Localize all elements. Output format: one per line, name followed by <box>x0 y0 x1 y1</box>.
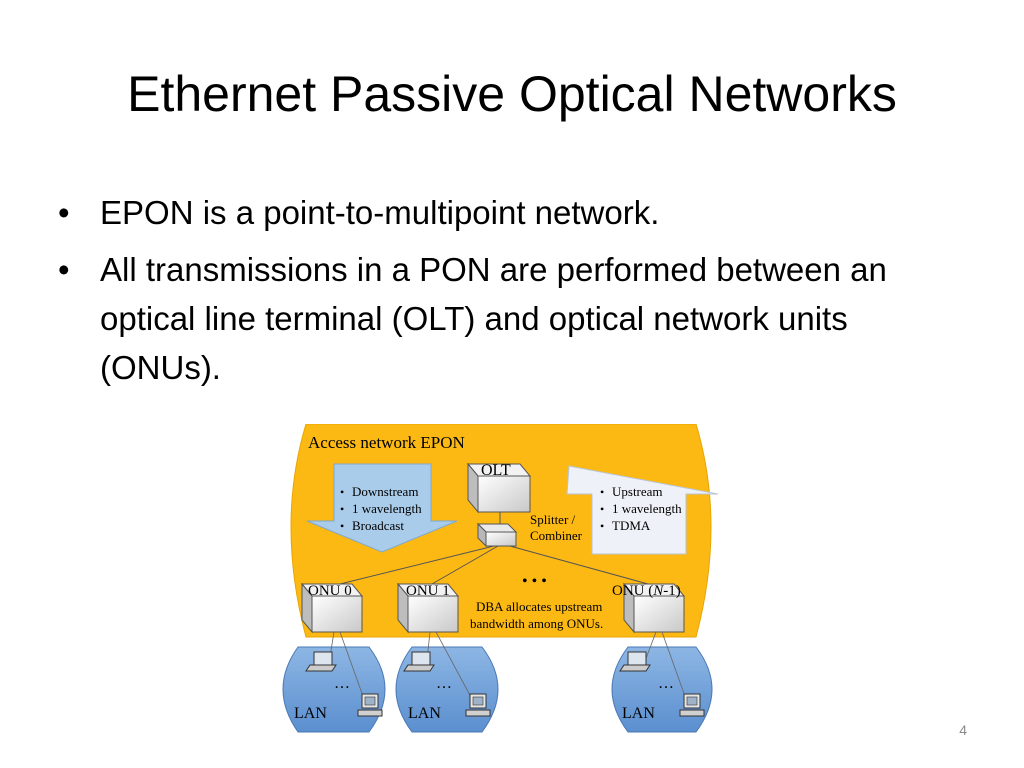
bullet-text: All transmissions in a PON are performed… <box>100 251 887 386</box>
bullet-list: •EPON is a point-to-multipoint network. … <box>58 188 958 400</box>
lan-ellipsis: … <box>334 675 350 692</box>
panel-label: Access network EPON <box>308 433 465 452</box>
splitter-label: Splitter / <box>530 512 576 527</box>
upstream-arrow: • Upstream • 1 wavelength • TDMA <box>566 465 719 555</box>
upstream-item: TDMA <box>612 518 651 533</box>
splitter-icon <box>476 522 518 548</box>
onu-label: ONU 1 <box>406 583 450 599</box>
onu-0-icon <box>300 582 364 634</box>
upstream-dot: • <box>600 519 604 533</box>
bullet-item: • All transmissions in a PON are performe… <box>58 245 958 392</box>
lan-label: LAN <box>408 705 441 722</box>
lan-label: LAN <box>294 705 327 722</box>
page-number: 4 <box>959 722 967 738</box>
upstream-item: 1 wavelength <box>612 501 682 516</box>
upstream-dot: • <box>600 485 604 499</box>
onu-label: ONU 0 <box>308 583 352 599</box>
downstream-dot: • <box>340 485 344 499</box>
downstream-item: Downstream <box>352 484 418 499</box>
laptop-icon <box>403 651 435 672</box>
epon-diagram: Access network EPON • Downstream • 1 wav… <box>282 424 719 733</box>
onu-label-suffix: -1) <box>663 583 681 599</box>
onu-label-italic: N <box>652 583 664 599</box>
downstream-dot: • <box>340 502 344 516</box>
downstream-item: 1 wavelength <box>352 501 422 516</box>
slide-title: Ethernet Passive Optical Networks <box>127 66 897 122</box>
olt-device-icon <box>466 462 532 514</box>
desktop-pc-icon <box>357 693 383 717</box>
bullet-item: • EPON is a point-to-multipoint network. <box>58 188 958 237</box>
onu-label: ONU (N-1) <box>612 583 681 599</box>
lan-label: LAN <box>622 705 655 722</box>
upstream-item: Upstream <box>612 484 663 499</box>
onu-1-icon <box>396 582 460 634</box>
laptop-icon <box>619 651 651 672</box>
onu-n-minus-1-icon <box>622 582 686 634</box>
upstream-dot: • <box>600 502 604 516</box>
bullet-text: EPON is a point-to-multipoint network. <box>100 194 660 231</box>
splitter-label: Combiner <box>530 528 583 543</box>
downstream-dot: • <box>340 519 344 533</box>
downstream-item: Broadcast <box>352 518 404 533</box>
onu-label-prefix: ONU ( <box>612 583 653 599</box>
lan-ellipsis: … <box>658 675 674 692</box>
downstream-arrow: • Downstream • 1 wavelength • Broadcast <box>306 463 458 553</box>
desktop-pc-icon <box>465 693 491 717</box>
bullet-icon: • <box>58 194 70 231</box>
fiber-links <box>339 512 649 585</box>
bullet-icon: • <box>58 251 70 288</box>
dba-note: bandwidth among ONUs. <box>470 616 603 631</box>
dba-note: DBA allocates upstream <box>476 599 602 614</box>
lan-ellipsis: … <box>436 675 452 692</box>
desktop-pc-icon <box>679 693 705 717</box>
onu-ellipsis: • • • <box>522 573 547 590</box>
olt-label: OLT <box>481 462 511 479</box>
laptop-icon <box>305 651 337 672</box>
